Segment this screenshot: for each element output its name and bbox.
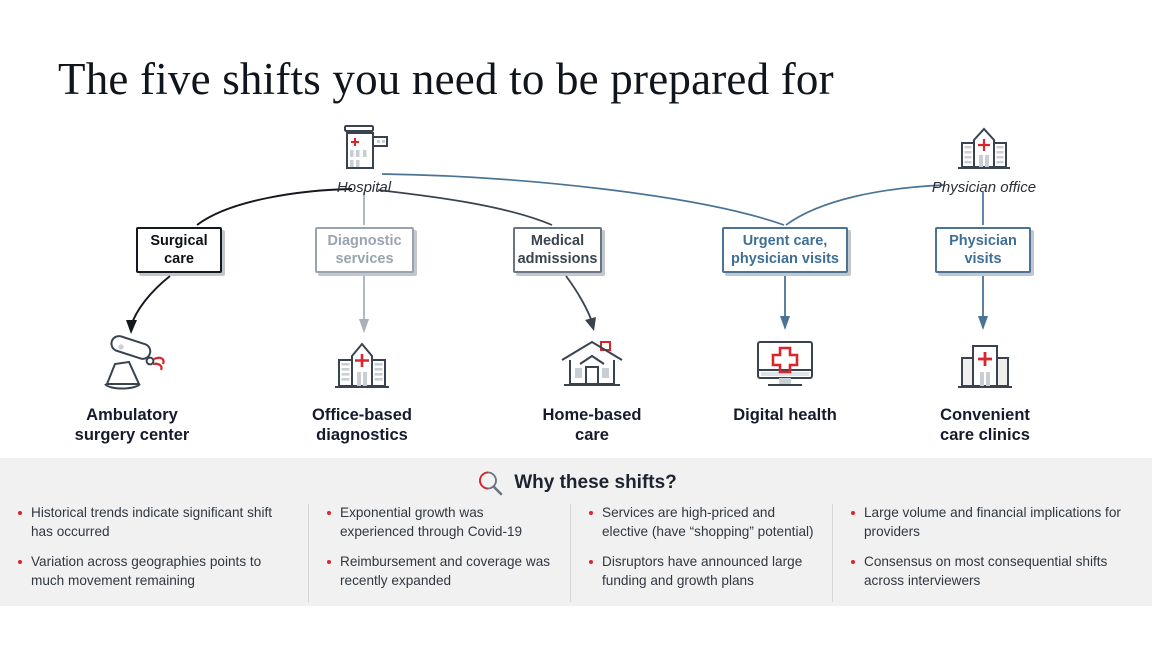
destination-icon-wrap: [282, 330, 442, 392]
panel-bullet: Large volume and financial implications …: [851, 504, 1138, 541]
page-title: The five shifts you need to be prepared …: [58, 54, 834, 104]
panel-bullet: Consensus on most consequential shifts a…: [851, 553, 1138, 590]
panel-bullet: Exponential growth was experienced throu…: [327, 504, 556, 541]
why-these-shifts-panel: Why these shifts? Historical trends indi…: [0, 458, 1152, 606]
destination-label: Digital health: [733, 406, 837, 424]
connector-layer: [126, 173, 988, 334]
clinic-building-icon: [335, 342, 389, 388]
panel-column-4: Large volume and financial implications …: [832, 504, 1152, 602]
clinic-tower-icon: [958, 345, 1012, 388]
service-box-urgent-care[interactable]: Urgent care,physician visits: [722, 227, 848, 273]
panel-columns: Historical trends indicate significant s…: [0, 504, 1152, 602]
monitor-cross-icon: [757, 341, 813, 386]
panel-heading-text: Why these shifts?: [514, 472, 677, 493]
arrowhead-office: [359, 319, 369, 333]
panel-column-1: Historical trends indicate significant s…: [0, 504, 308, 602]
arrowhead-home: [585, 317, 596, 331]
edge-physicianoffice-urgent: [785, 184, 945, 226]
arrowhead-ambulatory: [126, 320, 137, 334]
destination-icon-wrap: [512, 330, 672, 392]
destination-digital-health: Digital health: [705, 330, 865, 425]
edge-surgical-ambulatory: [130, 275, 171, 327]
source-label-hospital: Hospital: [336, 179, 392, 196]
house-icon: [561, 340, 623, 386]
edge-hospital-surgical: [196, 188, 353, 226]
panel-column-3: Services are high-priced and elective (h…: [570, 504, 832, 602]
arrowhead-convenient: [978, 316, 988, 330]
panel-bullet: Variation across geographies points to m…: [18, 553, 294, 590]
physician-office-building-icon: [958, 127, 1010, 169]
destination-icon-wrap: [705, 330, 865, 392]
robot-arm-icon: [104, 335, 165, 390]
arrowhead-digital: [780, 316, 790, 330]
panel-bullet: Historical trends indicate significant s…: [18, 504, 294, 541]
panel-bullet: Disruptors have announced large funding …: [589, 553, 818, 590]
source-node-physician-office: Physician office: [912, 122, 1056, 196]
source-label-physician-office: Physician office: [931, 179, 1037, 196]
panel-bullet: Reimbursement and coverage was recently …: [327, 553, 556, 590]
edge-hospital-medical: [377, 189, 553, 226]
panel-bullet: Services are high-priced and elective (h…: [589, 504, 818, 541]
destination-icon-wrap: [905, 330, 1065, 392]
service-box-text: Urgent care,physician visits: [731, 233, 839, 267]
destination-icon-wrap: [52, 330, 212, 392]
source-node-hospital: Hospital: [300, 122, 428, 196]
magnifier-icon: [479, 471, 503, 496]
edge-medical-home: [565, 275, 593, 323]
hospital-building-icon: [344, 125, 388, 169]
slide-footer: [0, 606, 1152, 648]
panel-column-2: Exponential growth was experienced throu…: [308, 504, 570, 602]
panel-heading: Why these shifts?: [0, 468, 1152, 498]
edge-hospital-urgent: [381, 173, 785, 226]
